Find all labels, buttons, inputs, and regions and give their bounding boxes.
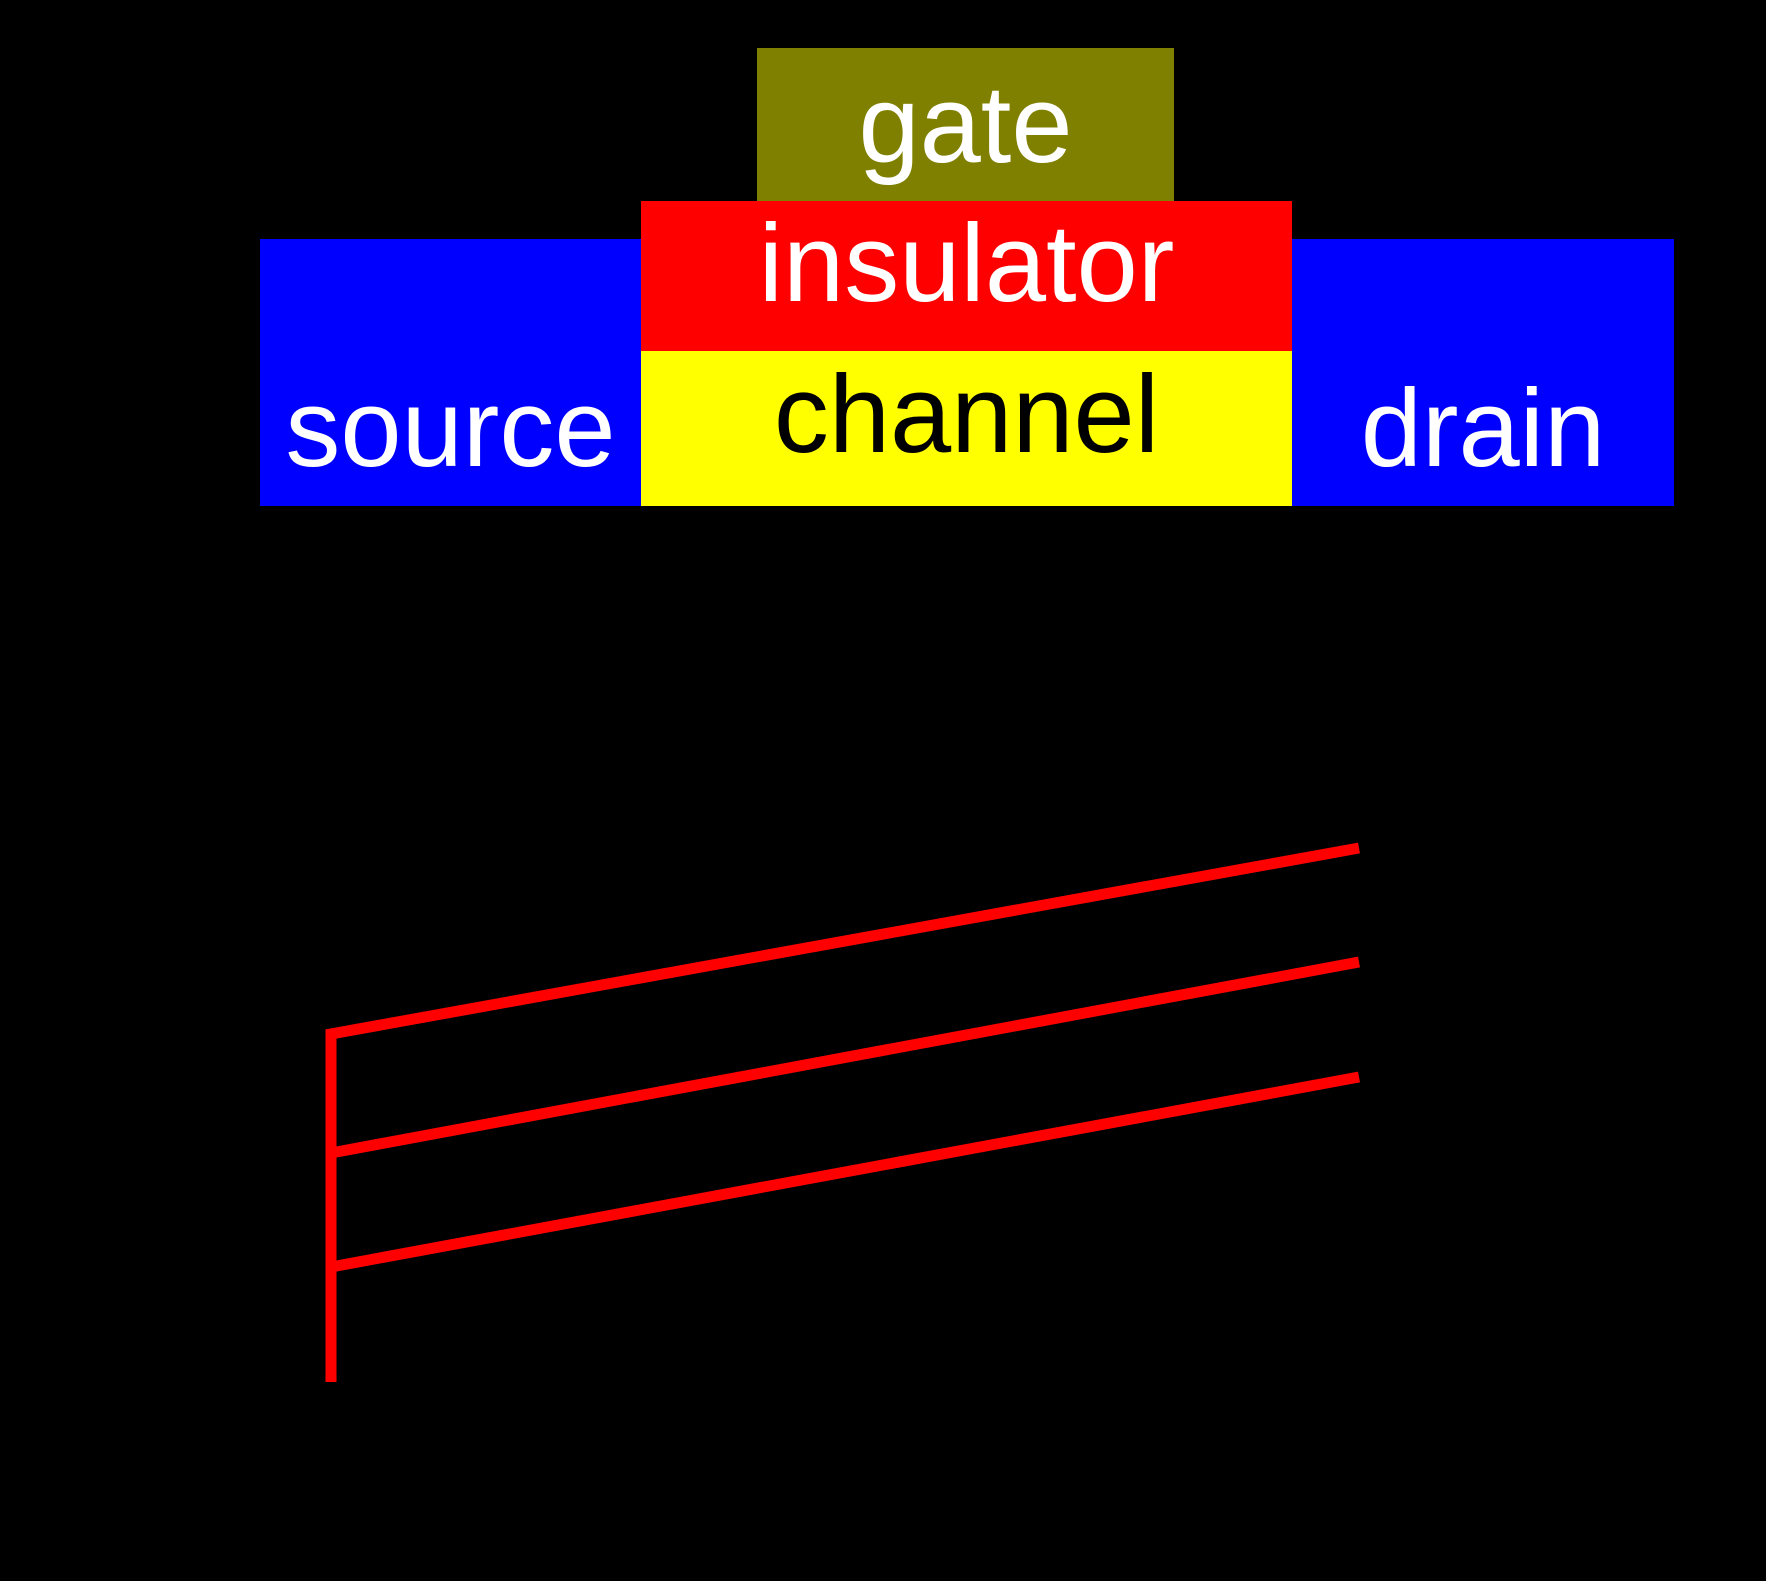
gate-label: gate: [858, 62, 1073, 186]
source-region: source: [260, 239, 641, 506]
gate-region: gate: [757, 48, 1174, 201]
source-label: source: [285, 367, 616, 490]
channel-region: channel: [641, 351, 1292, 506]
middle-band-line: [329, 956, 1361, 1159]
vertical-and-top-band-line: [325, 842, 1360, 1382]
insulator-region: insulator: [641, 201, 1292, 351]
drain-region: drain: [1292, 239, 1674, 506]
channel-label: channel: [773, 353, 1160, 476]
lower-band-line: [330, 1071, 1360, 1273]
insulator-label: insulator: [758, 202, 1175, 325]
drain-label: drain: [1360, 367, 1606, 490]
